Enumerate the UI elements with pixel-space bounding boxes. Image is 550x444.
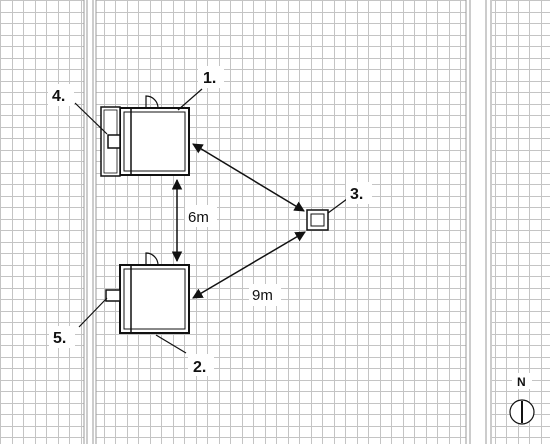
compass-north-letter: N — [517, 375, 526, 389]
annex-5 — [105, 289, 121, 302]
road-right — [465, 0, 492, 444]
dimension-label-diagonal: 9m — [252, 287, 273, 304]
leader-line-5 — [78, 297, 108, 328]
label-annex-5: 5. — [53, 330, 66, 347]
label-building-2: 2. — [193, 359, 206, 376]
road-left — [83, 0, 97, 444]
annex-4 — [100, 106, 121, 177]
label-marker-3: 3. — [350, 186, 363, 203]
building-2 — [119, 252, 190, 334]
marker-3 — [306, 209, 329, 231]
leader-line-1 — [177, 88, 203, 111]
dimension-arrow-top — [192, 143, 305, 212]
leader-line-2 — [155, 334, 187, 354]
dimension-arrow-bottom — [192, 231, 306, 299]
label-annex-4: 4. — [52, 88, 65, 105]
label-building-1: 1. — [203, 70, 216, 87]
north-compass: N — [509, 373, 535, 425]
building-1 — [119, 95, 190, 176]
leader-line-4 — [74, 102, 108, 135]
leader-line-3 — [327, 198, 348, 214]
dimension-label-vertical: 6m — [188, 209, 209, 226]
